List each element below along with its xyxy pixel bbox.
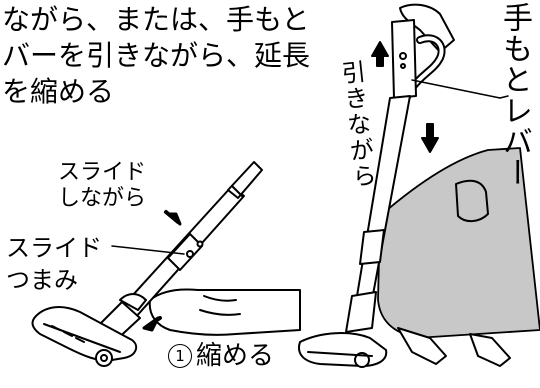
slide-while-label-line: しながら [58,186,147,211]
step-text: 縮める [196,341,275,371]
instruction-line: ながら、または、手もと [2,3,310,36]
instruction-text: ながら、または、手もと バーを引きながら、延長 を縮める [2,2,310,110]
slide-knob-label-line: つまみ [6,266,78,294]
slide-while-label-line: スライド [58,160,147,185]
hand-lever-label: 手もとレバー [497,2,532,188]
step-shorten: 1 縮める [168,336,274,376]
right-vacuum-illustration [298,3,540,368]
arrow-icon [421,137,439,153]
slide-while-label: スライド しながら [58,160,146,212]
left-vacuum-illustration [31,161,301,367]
slide-knob-label-line: スライド [6,234,102,262]
instruction-line: を縮める [2,75,115,108]
slide-knob-label: スライド つまみ [6,232,102,296]
instruction-line: バーを引きながら、延長 [2,39,311,72]
step-number-badge: 1 [168,344,192,368]
person-legs-illustration [377,147,540,339]
arrow-icon [371,41,389,57]
hand-illustration [148,288,301,336]
